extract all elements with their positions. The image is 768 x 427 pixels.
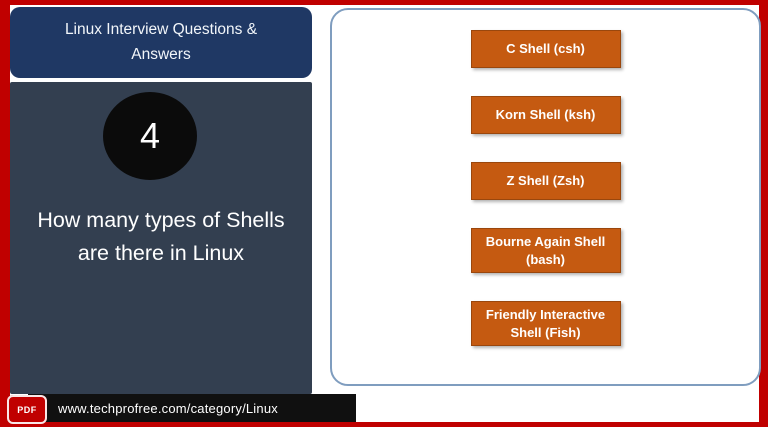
pdf-icon-label: PDF bbox=[17, 404, 37, 415]
answers-panel: C Shell (csh) Korn Shell (ksh) Z Shell (… bbox=[330, 8, 761, 386]
footer-url: www.techprofree.com/category/Linux bbox=[58, 400, 278, 416]
pdf-icon: PDF bbox=[7, 395, 47, 424]
answer-button-c-shell[interactable]: C Shell (csh) bbox=[470, 30, 621, 68]
footer-bar: www.techprofree.com/category/Linux bbox=[28, 394, 356, 422]
title-text: Linux Interview Questions & Answers bbox=[64, 20, 258, 63]
question-number: 4 bbox=[139, 115, 161, 156]
answer-button-fish-shell[interactable]: Friendly Interactive Shell (Fish) bbox=[470, 301, 621, 347]
question-number-circle: 4 bbox=[103, 92, 197, 180]
answer-button-korn-shell[interactable]: Korn Shell (ksh) bbox=[470, 96, 621, 134]
title-banner: Linux Interview Questions & Answers bbox=[10, 7, 312, 78]
answer-button-bash-shell[interactable]: Bourne Again Shell (bash) bbox=[470, 228, 621, 274]
answer-button-z-shell[interactable]: Z Shell (Zsh) bbox=[470, 162, 621, 200]
question-text: How many types of Shells are there in Li… bbox=[37, 208, 285, 266]
